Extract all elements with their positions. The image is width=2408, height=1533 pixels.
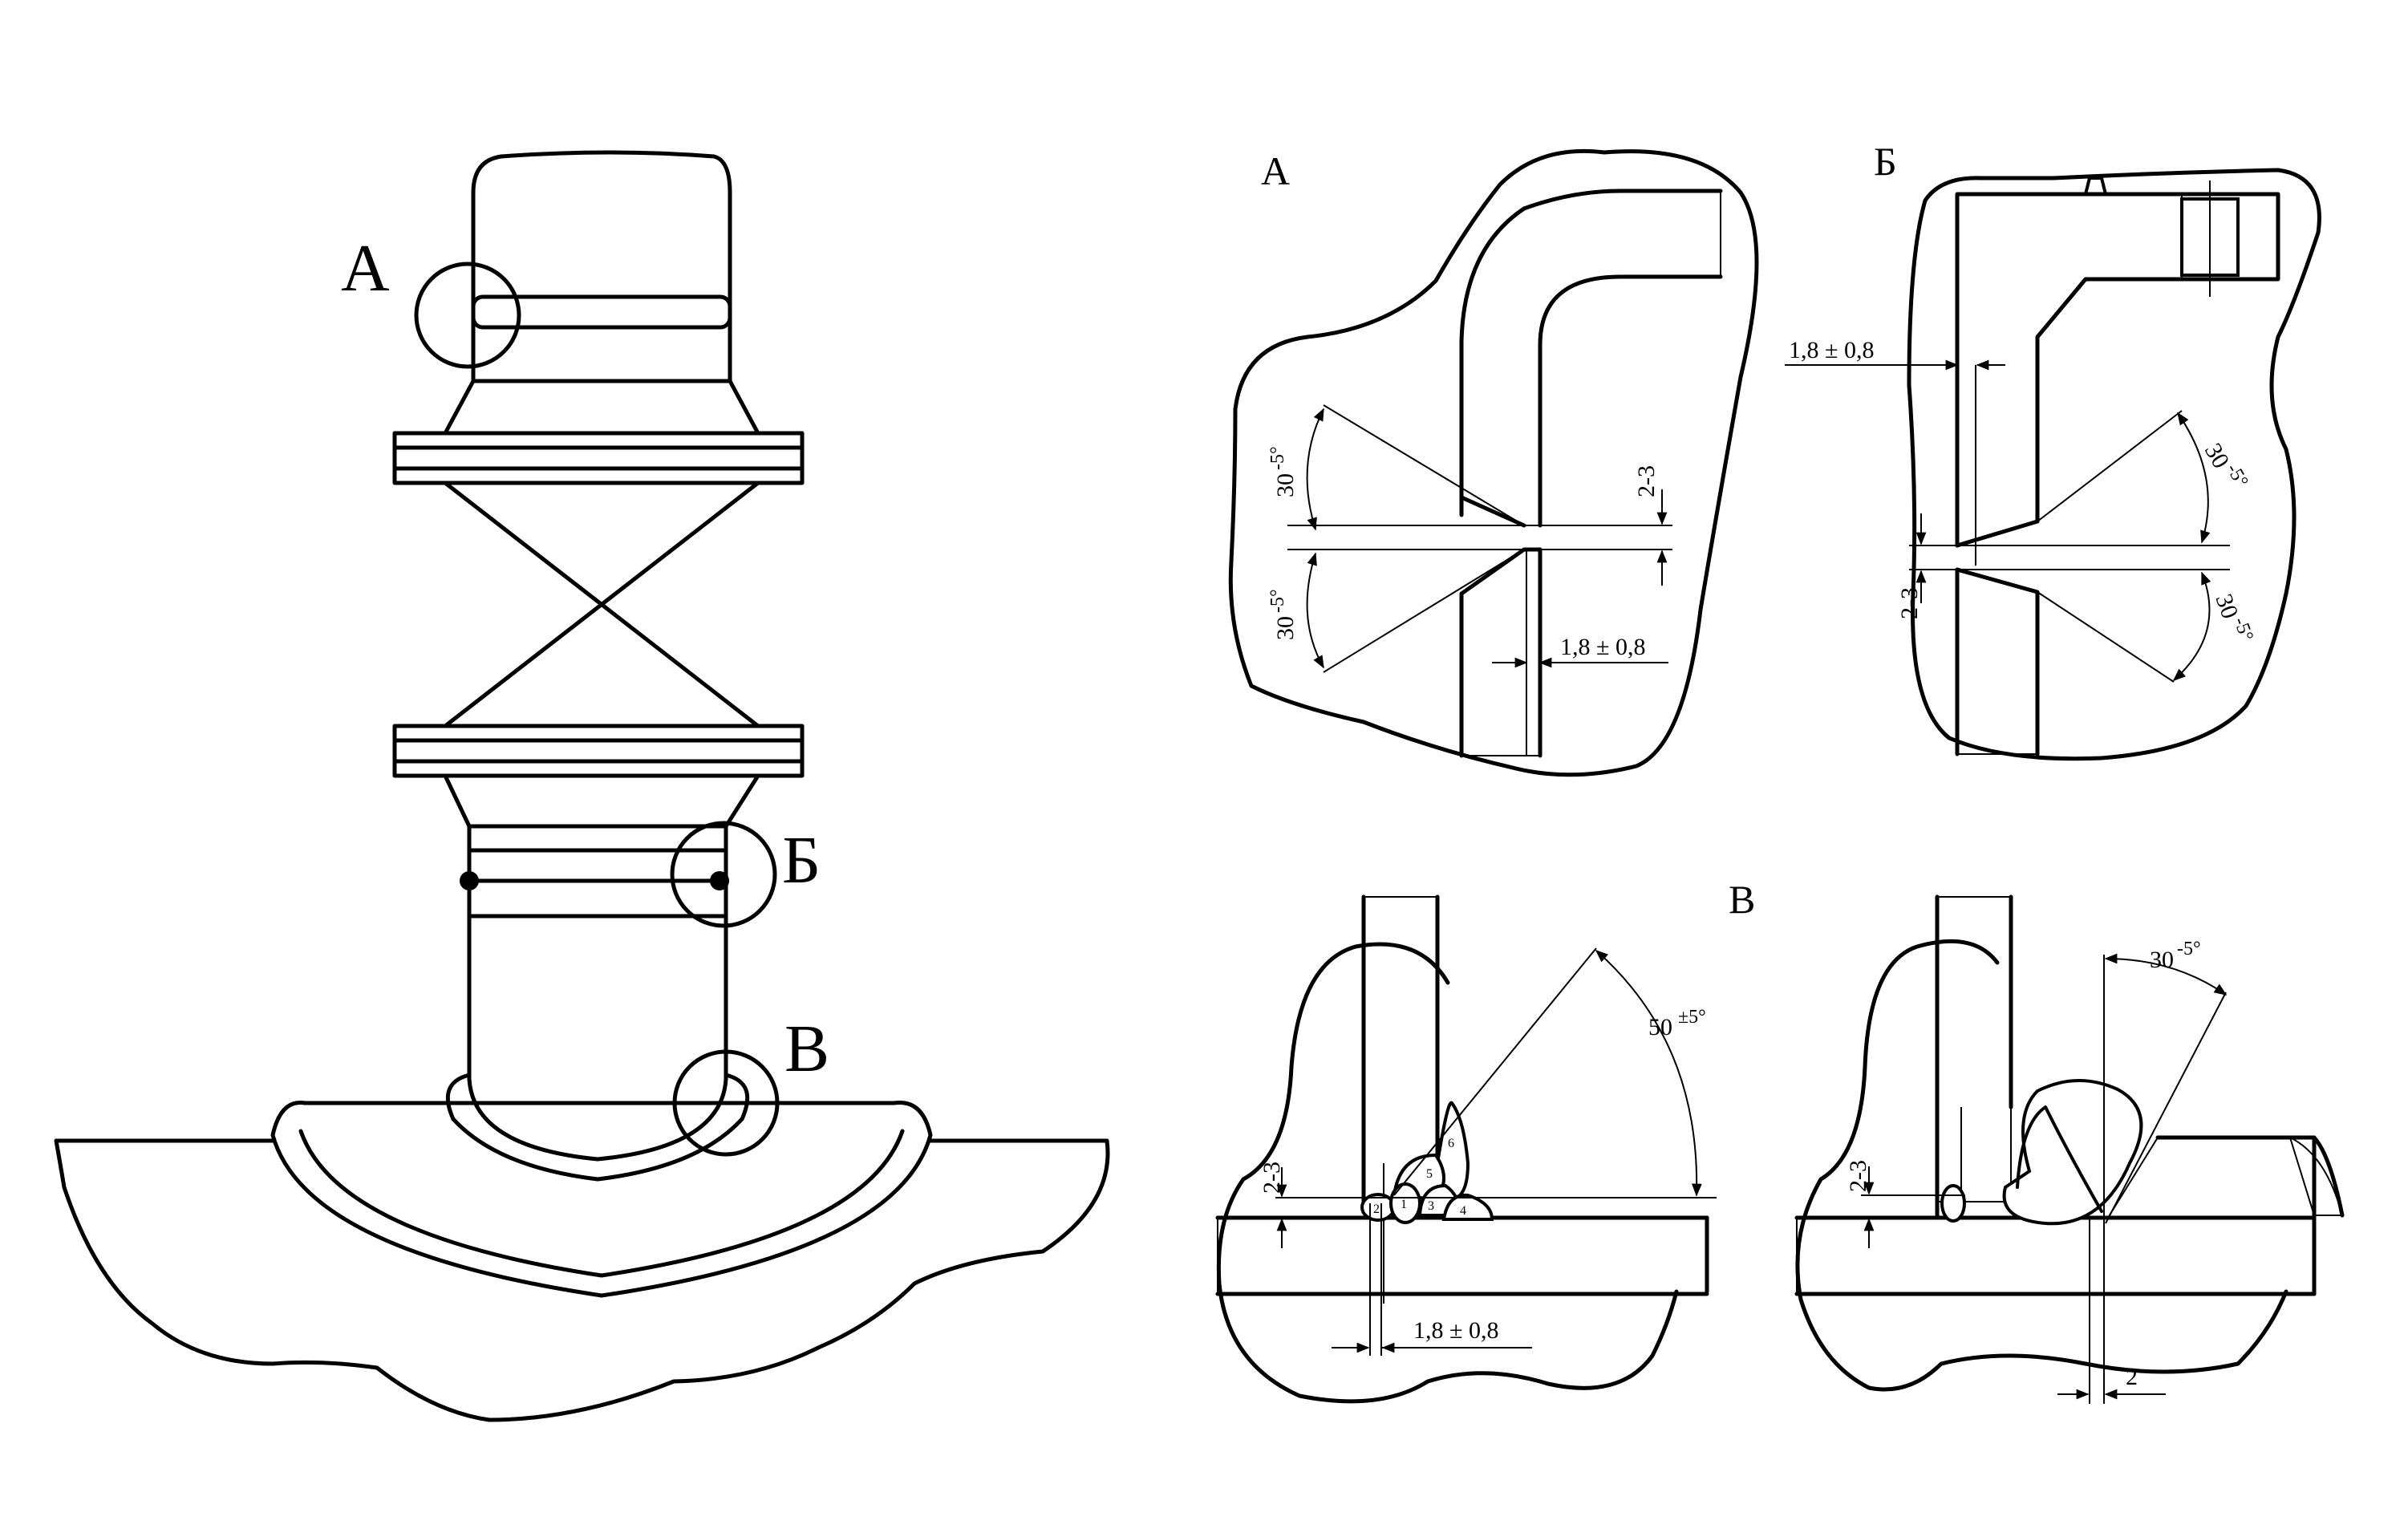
detail-b-outline (1907, 168, 2321, 761)
detail-v-left (1215, 894, 1717, 1404)
detail-a-angle-top: 30 (1272, 473, 1299, 497)
detail-a-outline (1228, 148, 1759, 777)
detail-a-root-face: 1,8 ± 0,8 (1560, 634, 1645, 660)
upper-flange (392, 431, 805, 485)
overview-label-b: Б (782, 823, 821, 898)
lower-flange (392, 724, 805, 778)
detail-b (1785, 168, 2321, 761)
weld-pass-3: 3 (1428, 1199, 1434, 1213)
detail-v-right-angle: 30 (2150, 947, 2174, 973)
overview-label-a: А (341, 231, 390, 306)
top-cap (471, 150, 732, 383)
detail-v-left-angle-tol: ±5° (1678, 1007, 1706, 1028)
weld-pass-6: 6 (1448, 1137, 1454, 1150)
detail-b-angle-top-tol: -5° (2222, 460, 2252, 491)
weld-pass-2: 2 (1373, 1202, 1380, 1216)
detail-b-angle-bottom: 30 (2210, 590, 2243, 622)
detail-v-right (1794, 894, 2345, 1404)
detail-a-angle-bottom-tol: -5° (1267, 589, 1288, 613)
detail-a-gap: 2-3 (1633, 465, 1660, 497)
weld-pass-4: 4 (1460, 1204, 1466, 1218)
detail-circle-v (672, 1049, 780, 1157)
detail-circle-a (414, 262, 521, 369)
detail-v-title: В (1729, 877, 1755, 922)
detail-v-right-gap: 2-3 (1845, 1160, 1871, 1192)
detail-b-gap: 2-3 (1896, 587, 1923, 619)
detail-a-angle-bottom: 30 (1272, 616, 1299, 640)
cap-weld-ring (471, 294, 732, 330)
detail-v-left-root-face: 1,8 ± 0,8 (1413, 1317, 1498, 1344)
detail-v-right-outline (1795, 939, 2288, 1392)
vessel-body (54, 1138, 1110, 1422)
detail-a (1228, 148, 1759, 777)
detail-a-title: А (1261, 148, 1290, 193)
saddle-band (270, 1101, 933, 1298)
detail-v-left-outline (1216, 942, 1679, 1404)
overview-assembly (54, 150, 1110, 1422)
detail-v-right-offset: 2 (2126, 1364, 2138, 1390)
detail-v-left-angle: 50 (1648, 1014, 1672, 1040)
detail-v-right-angle-tol: -5° (2177, 939, 2201, 959)
detail-b-root-face: 1,8 ± 0,8 (1789, 337, 1874, 363)
weld-pass-1: 1 (1401, 1198, 1407, 1211)
detail-v-left-gap: 2-3 (1259, 1162, 1285, 1194)
detail-a-angle-top-tol: -5° (1267, 446, 1288, 470)
overview-label-v: В (784, 1012, 829, 1086)
detail-circle-b (670, 821, 777, 928)
weld-pass-5: 5 (1426, 1167, 1433, 1181)
detail-b-title: Б (1874, 139, 1897, 184)
detail-b-angle-bottom-tol: -5° (2229, 614, 2257, 644)
